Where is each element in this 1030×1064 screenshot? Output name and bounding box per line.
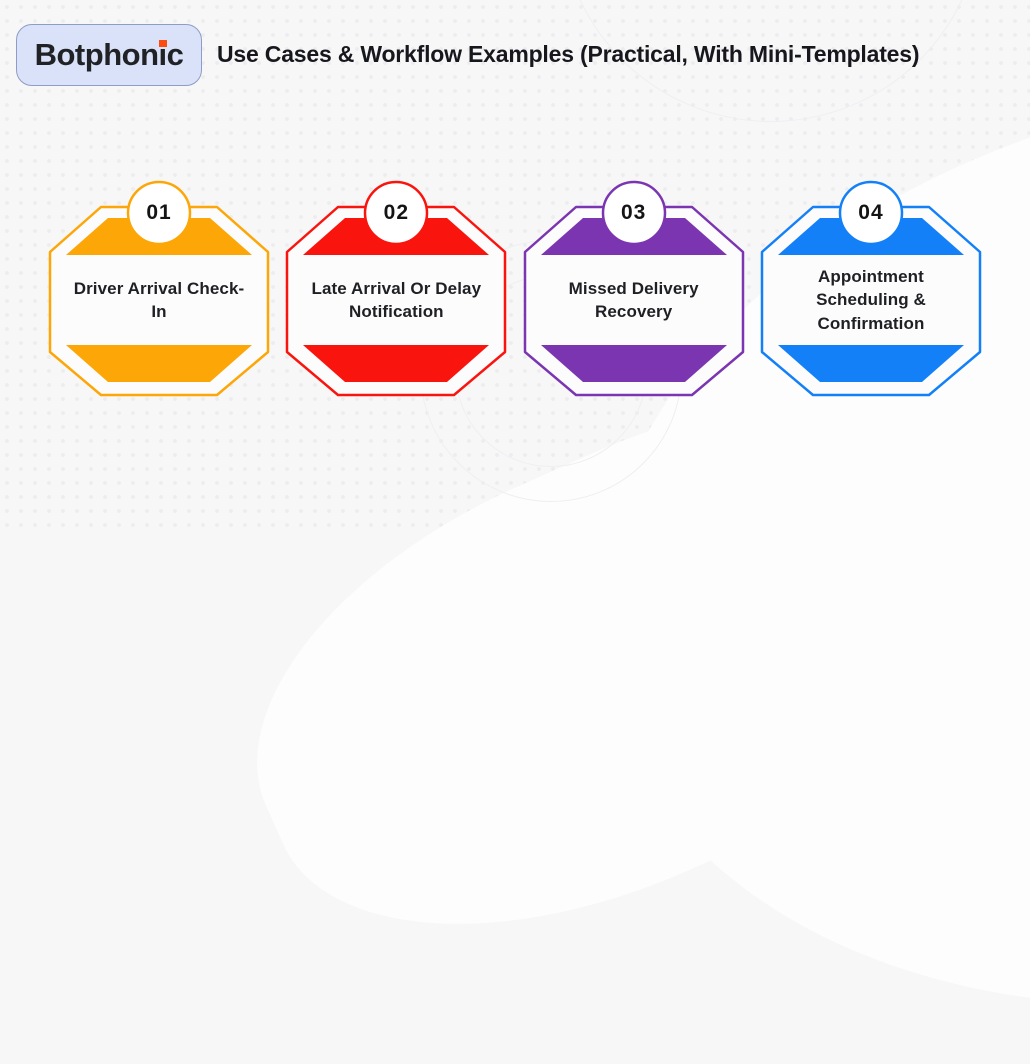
logo-text-pre: Botphon xyxy=(34,37,159,72)
step-title: Missed Delivery Recovery xyxy=(568,278,699,321)
brand-logo: Botphonic xyxy=(16,24,202,86)
step-number-badge: 02 xyxy=(383,201,409,224)
infographic-page: { "page": { "bg": "#f7f7f8" }, "header":… xyxy=(0,0,1030,532)
step-title: Appointment Scheduling & Confirmation xyxy=(816,266,926,333)
step-title: Late Arrival Or Delay Notification xyxy=(311,278,482,321)
page-title: Use Cases & Workflow Examples (Practical… xyxy=(217,40,920,67)
brand-logo-text: Botphonic xyxy=(35,37,184,73)
decorative-swoosh-top-right xyxy=(510,0,1030,1064)
step-card-3: 03 Missed Delivery Recovery xyxy=(523,180,745,398)
step-card-4: 04 Appointment Scheduling & Confirmation xyxy=(760,180,982,398)
decorative-swoosh-bottom xyxy=(189,307,1030,1017)
step-title: Driver Arrival Check-In xyxy=(73,278,245,321)
step-number-badge: 04 xyxy=(858,201,884,224)
step-card-2: 02 Late Arrival Or Delay Notification xyxy=(285,180,507,398)
steps-row: 01 Driver Arrival Check-In 02 Late Arriv… xyxy=(48,180,982,398)
logo-text-post: c xyxy=(166,37,184,72)
logo-letter-i: i xyxy=(158,37,168,72)
step-card-1: 01 Driver Arrival Check-In xyxy=(48,180,270,398)
step-number-badge: 01 xyxy=(146,201,172,224)
step-number-badge: 03 xyxy=(620,201,647,224)
